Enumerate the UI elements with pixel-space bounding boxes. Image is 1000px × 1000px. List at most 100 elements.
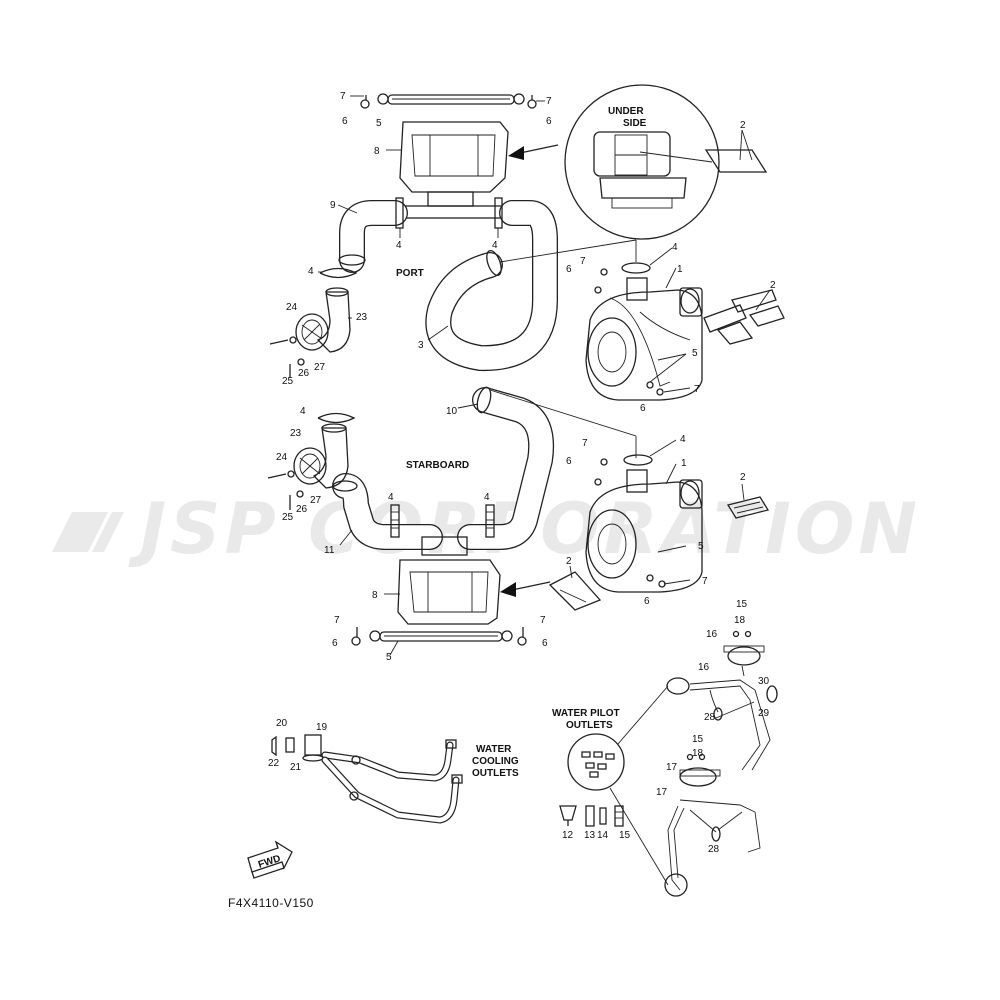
callout-27: 27 — [314, 362, 326, 373]
callout-4: 4 — [388, 492, 394, 503]
callout-2: 2 — [740, 120, 746, 131]
callout-10: 10 — [446, 406, 458, 417]
callout-25: 25 — [282, 512, 294, 523]
callout-7: 7 — [540, 615, 546, 626]
clamps-4-stbd — [317, 412, 653, 538]
callout-7: 7 — [546, 96, 552, 107]
callout-4: 4 — [680, 434, 686, 445]
callout-4: 4 — [308, 266, 314, 277]
bolt-6-7-top-left — [360, 95, 370, 109]
underside-detail: UNDER SIDE — [564, 84, 768, 240]
callout-4: 4 — [396, 240, 402, 251]
callout-8: 8 — [372, 590, 378, 601]
pilot-harness-lower — [664, 753, 761, 897]
callout-7: 7 — [582, 438, 588, 449]
callout-20: 20 — [276, 718, 288, 729]
callout-24: 24 — [276, 452, 288, 463]
callout-1: 1 — [681, 458, 687, 469]
callout-16: 16 — [698, 662, 710, 673]
callout-2: 2 — [740, 472, 746, 483]
pilot-outlet-detail — [567, 733, 625, 791]
callout-7: 7 — [340, 91, 346, 102]
water-cooling-label-3: OUTLETS — [472, 768, 519, 779]
callout-14: 14 — [597, 830, 609, 841]
box-8-stbd — [397, 536, 501, 625]
cooling-outlet-fitting — [271, 734, 324, 762]
callout-15: 15 — [619, 830, 631, 841]
flap-24-port — [295, 313, 329, 351]
callout-18: 18 — [692, 748, 704, 759]
pilot-harness-upper — [666, 630, 778, 771]
callout-4: 4 — [300, 406, 306, 417]
callout-6: 6 — [640, 403, 646, 414]
callout-6: 6 — [332, 638, 338, 649]
callout-2: 2 — [770, 280, 776, 291]
box-8-port — [399, 121, 511, 219]
bolt-6-7-bottom — [351, 627, 527, 646]
callout-15: 15 — [736, 599, 748, 610]
arrow-pad-stbd — [500, 571, 602, 611]
callout-7: 7 — [580, 256, 586, 267]
elbow-23-port — [316, 287, 351, 353]
fwd-label: FWD — [257, 853, 282, 871]
callout-22: 22 — [268, 758, 280, 769]
callout-23: 23 — [290, 428, 302, 439]
callout-4: 4 — [672, 242, 678, 253]
cooling-hoses — [321, 739, 463, 824]
callout-21: 21 — [290, 762, 302, 773]
callout-2: 2 — [566, 556, 572, 567]
callout-4: 4 — [484, 492, 490, 503]
water-pilot-label-2: OUTLETS — [566, 720, 613, 731]
hose-3 — [425, 200, 558, 372]
strap-top — [377, 93, 525, 105]
callout-18: 18 — [734, 615, 746, 626]
clamps-4-top — [319, 197, 651, 279]
port-label: PORT — [396, 268, 424, 279]
callout-9: 9 — [330, 200, 336, 211]
arrow-underside — [508, 144, 559, 160]
callout-24: 24 — [286, 302, 298, 313]
callout-6: 6 — [542, 638, 548, 649]
starboard-label: STARBOARD — [406, 460, 469, 471]
callout-5: 5 — [692, 348, 698, 359]
callout-16: 16 — [706, 629, 718, 640]
pilot-outlet-parts — [559, 805, 624, 827]
water-cooling-label-1: WATER — [476, 744, 512, 755]
screws-25-27-stbd — [267, 470, 304, 510]
pads-2-port — [703, 289, 785, 345]
pad-2-stbd — [726, 496, 770, 519]
callout-15: 15 — [692, 734, 704, 745]
callout-25: 25 — [282, 376, 294, 387]
callout-1: 1 — [677, 264, 683, 275]
callout-26: 26 — [296, 504, 308, 515]
hose-9 — [338, 200, 408, 273]
callout-6: 6 — [546, 116, 552, 127]
callout-26: 26 — [298, 368, 310, 379]
screws-25-27-port — [269, 336, 305, 378]
callout-30: 30 — [758, 676, 770, 687]
callout-7: 7 — [694, 384, 700, 395]
callout-4: 4 — [492, 240, 498, 251]
callout-8: 8 — [374, 146, 380, 157]
callout-13: 13 — [584, 830, 596, 841]
callout-29: 29 — [758, 708, 770, 719]
callout-6: 6 — [342, 116, 348, 127]
bolt-6-7-top-right — [527, 95, 537, 109]
callout-17: 17 — [656, 787, 668, 798]
flap-24-stbd — [293, 447, 327, 485]
callout-27: 27 — [310, 495, 322, 506]
callout-7: 7 — [334, 615, 340, 626]
callout-7: 7 — [702, 576, 708, 587]
callout-28: 28 — [704, 712, 716, 723]
airbox-1-port — [585, 277, 703, 401]
callout-19: 19 — [316, 722, 328, 733]
fwd-arrow: FWD — [247, 840, 293, 879]
strap-5-port — [594, 268, 671, 396]
callout-6: 6 — [566, 456, 572, 467]
callout-28: 28 — [708, 844, 720, 855]
strap-bottom — [369, 630, 513, 642]
water-cooling-label-2: COOLING — [472, 756, 519, 767]
leader-lines — [318, 95, 771, 656]
airbox-1-stbd — [585, 458, 703, 593]
